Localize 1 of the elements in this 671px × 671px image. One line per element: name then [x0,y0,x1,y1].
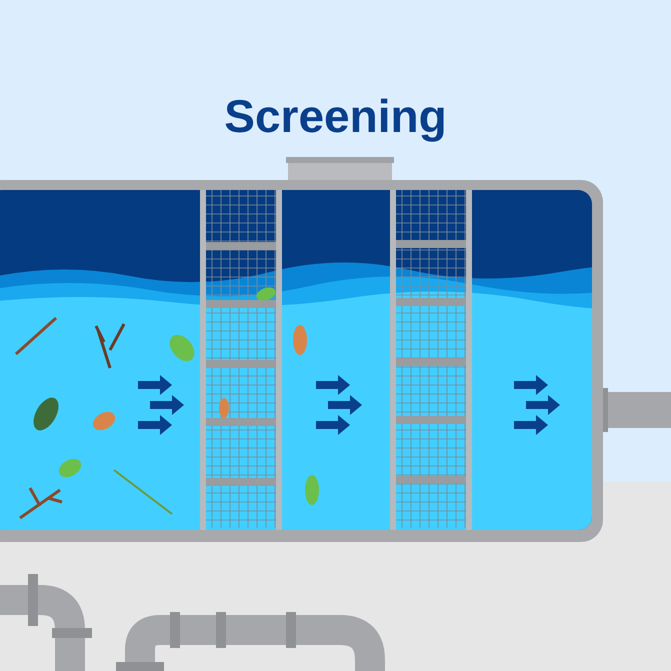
title: Screening [224,89,447,144]
